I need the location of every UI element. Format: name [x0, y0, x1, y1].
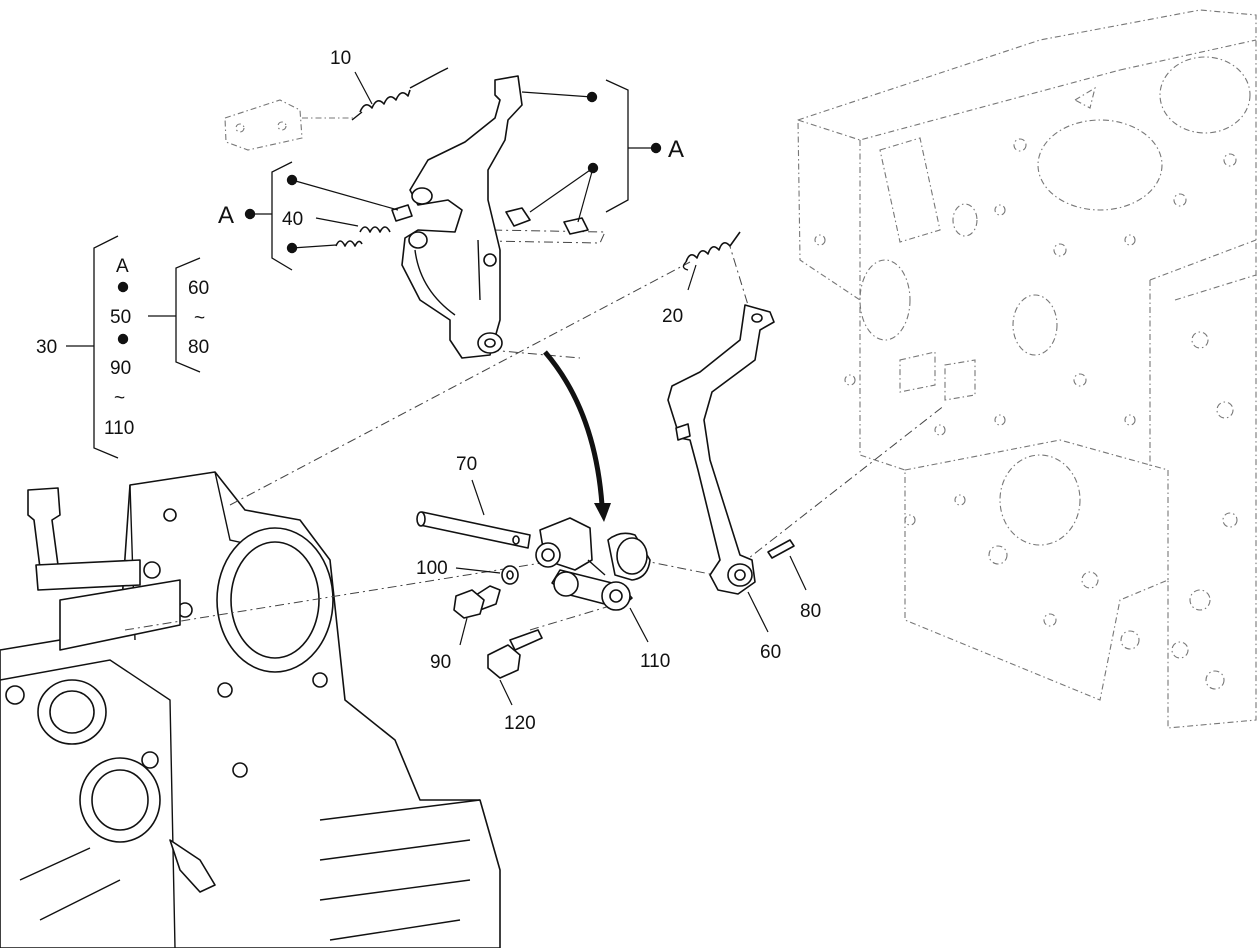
group-30-line-110: 110: [104, 418, 134, 439]
bullet-dot: [244, 208, 256, 220]
group-a-label-right: A: [668, 136, 684, 163]
group-30-bracket: [66, 235, 201, 459]
bolt-90: [453, 585, 501, 619]
washer-100: [501, 565, 519, 585]
bolt-120: [487, 629, 543, 679]
callout-30: 30: [36, 337, 57, 358]
callout-labels: 10 20 30 40 60 70 80 90 100 110 120 A A …: [36, 48, 821, 734]
group-30-sub-60: 60: [188, 278, 209, 299]
lever-60: [667, 304, 775, 595]
gear-case-housing: [0, 471, 501, 948]
callout-80: 80: [800, 601, 821, 622]
callout-60: 60: [760, 642, 781, 663]
bush-pins: [505, 207, 589, 235]
governor-lever-upper: [401, 75, 523, 359]
spring-10: [351, 67, 449, 121]
bullet-dot: [117, 333, 129, 345]
spring-20: [682, 231, 741, 271]
shaft-70: [416, 511, 531, 549]
bullet-dot: [286, 174, 298, 186]
group-30-sub-tilde: ~: [194, 308, 205, 329]
leader-lines: [291, 71, 807, 706]
callout-90: 90: [430, 652, 451, 673]
assembly-arrow: [543, 350, 611, 522]
group-a-left-bracket: [244, 161, 298, 271]
spring-40: [359, 204, 413, 233]
group-30-line-a: A: [116, 256, 129, 277]
engine-block-phantom: [797, 9, 1257, 729]
callout-20: 20: [662, 306, 683, 327]
callout-110: 110: [640, 651, 670, 672]
group-30-sub-80: 80: [188, 337, 209, 358]
callout-70: 70: [456, 454, 477, 475]
bullet-dot: [586, 91, 598, 103]
callout-100: 100: [416, 558, 448, 579]
group-a-right-bracket: [586, 79, 662, 213]
group-a-label-left: A: [218, 202, 234, 229]
bullet-dot: [587, 162, 599, 174]
phantom-linkage: [224, 99, 355, 151]
group-30-tilde: ~: [114, 388, 125, 409]
group-30-line-90: 90: [110, 358, 131, 379]
bullet-dot: [650, 142, 662, 154]
bullet-dot: [286, 242, 298, 254]
callout-120: 120: [504, 713, 536, 734]
callout-40: 40: [282, 209, 303, 230]
spring-small: [335, 240, 363, 247]
bullet-dot: [117, 281, 129, 293]
callout-10: 10: [330, 48, 351, 69]
pin-80: [767, 539, 795, 559]
fulcrum-bracket-110: [535, 517, 651, 611]
group-30-line-50: 50: [110, 307, 131, 328]
